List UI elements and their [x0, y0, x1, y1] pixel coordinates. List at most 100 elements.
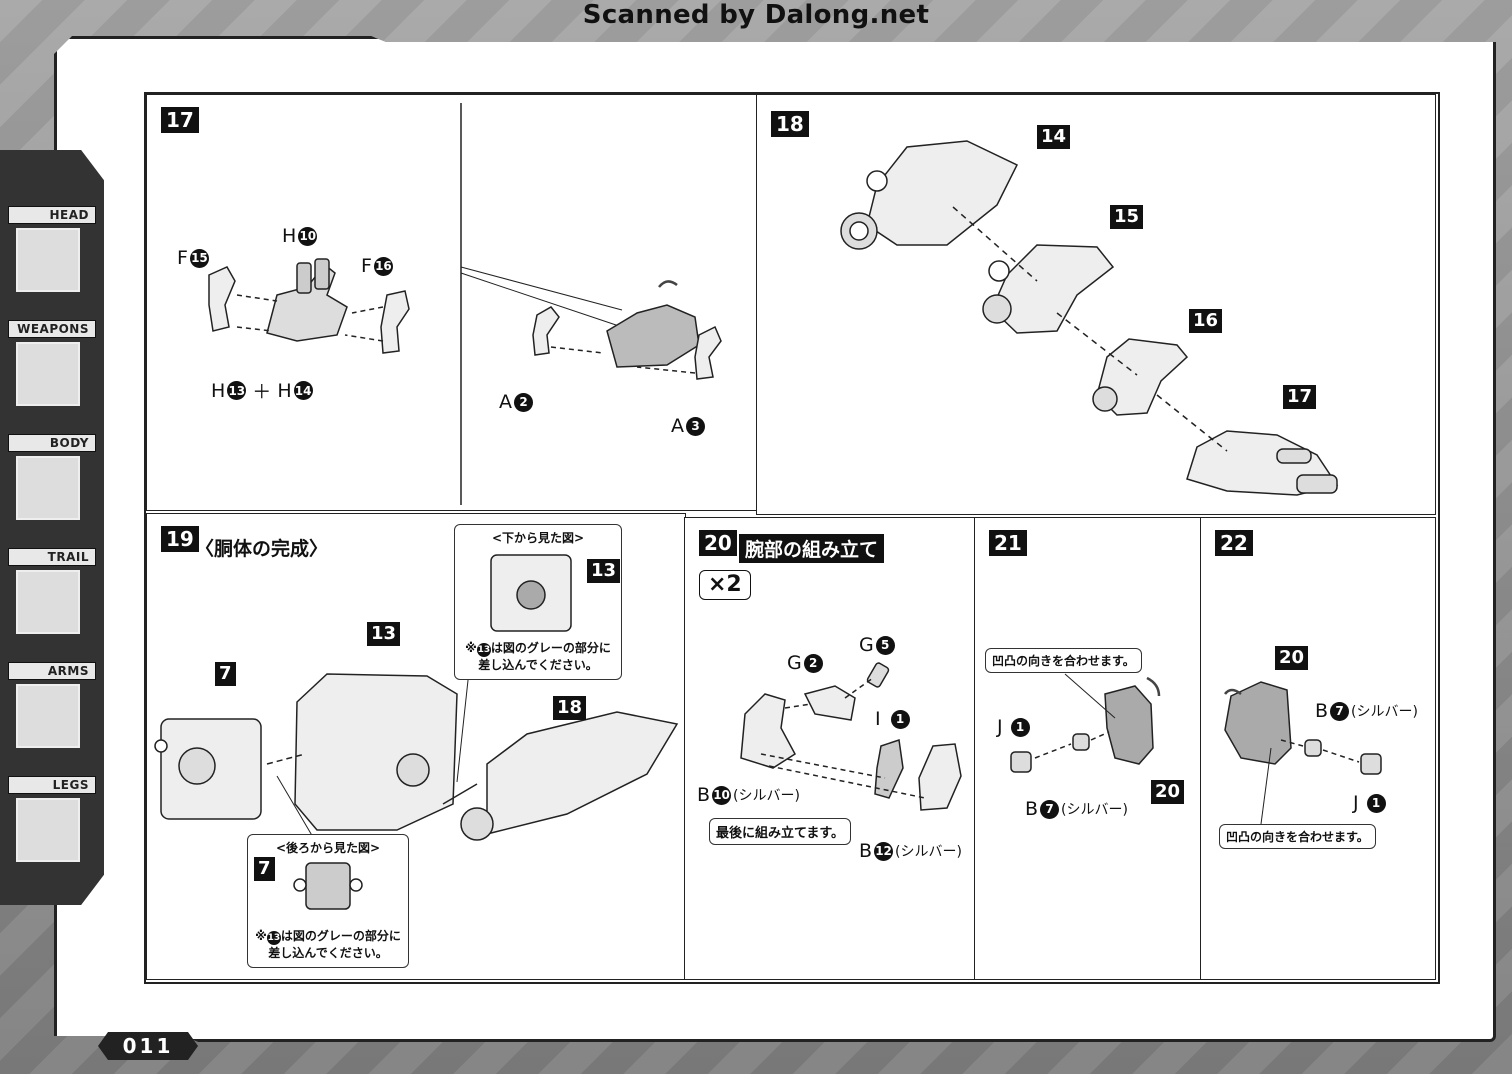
part-number: 7: [1040, 799, 1060, 819]
step-19-diagram: [154, 633, 679, 845]
step-number: 18: [771, 111, 809, 137]
sidebar-item-head[interactable]: HEAD: [8, 206, 96, 292]
part-number: 13: [476, 643, 491, 657]
part-letter: F: [361, 255, 372, 277]
step-19-panel: 19 〈胴体の完成〉 7 13 18 <下から見た図> 13 ※13は図のグレー…: [146, 513, 686, 980]
sidebar-item-arms[interactable]: ARMS: [8, 662, 96, 748]
sidebar-item-trail[interactable]: TRAIL: [8, 548, 96, 634]
part-number: 1: [1366, 793, 1386, 813]
rear-view-diagram: [293, 862, 363, 910]
silver-note: (シルバー): [1351, 704, 1418, 720]
part-letter: G: [859, 634, 874, 656]
part-letter: B: [1315, 700, 1329, 722]
part-number: 13: [227, 381, 247, 400]
part-tag-20: 20: [1275, 646, 1309, 670]
sidebar-item-label: HEAD: [8, 206, 96, 224]
assembly-note-callout: 最後に組み立てます。: [709, 818, 852, 845]
view-note: ※13は図のグレーの部分に差し込んでください。: [248, 928, 408, 961]
part-letter: H: [277, 379, 292, 402]
alignment-callout: 凹凸の向きを合わせます。: [1219, 824, 1376, 849]
view-caption: <下から見た図>: [491, 531, 585, 545]
step-title: 腕部の組み立て: [739, 534, 885, 563]
part-letter: G: [787, 652, 802, 674]
part-number: 2: [514, 392, 533, 412]
page-number: 011: [98, 1032, 198, 1060]
step-21-diagram: [1010, 673, 1161, 773]
legs-thumbnail-icon: [16, 798, 80, 862]
part-tag-7: 7: [254, 857, 275, 881]
trail-thumbnail-icon: [16, 570, 80, 634]
part-number: 1: [890, 709, 910, 729]
sidebar-item-label: BODY: [8, 434, 96, 452]
part-letter: J: [997, 716, 1003, 738]
sidebar-item-label: WEAPONS: [8, 320, 96, 338]
sidebar-item-body[interactable]: BODY: [8, 434, 96, 520]
sidebar-item-legs[interactable]: LEGS: [8, 776, 96, 862]
step-18-panel: 18 14 15 16 17: [756, 94, 1436, 515]
part-letter: B: [859, 840, 873, 862]
part-number: 3: [686, 416, 705, 436]
note-prefix: ※: [255, 929, 267, 943]
part-letter: A: [499, 391, 512, 413]
part-letter: F: [177, 247, 188, 269]
part-tag-13: 13: [587, 559, 621, 583]
note-line-2: 差し込んでください。: [478, 658, 598, 672]
part-letter: B: [697, 784, 711, 806]
view-note: ※13は図のグレーの部分に差し込んでください。: [455, 640, 621, 673]
part-tag-7: 7: [215, 662, 236, 686]
step-number: 21: [989, 530, 1027, 556]
sidebar-item-label: ARMS: [8, 662, 96, 680]
alignment-callout: 凹凸の向きを合わせます。: [985, 648, 1142, 673]
part-number: 5: [875, 635, 895, 655]
part-tag-15: 15: [1110, 205, 1144, 229]
note-line-1: は図のグレーの部分に: [490, 641, 611, 655]
part-number: 1: [1010, 717, 1030, 737]
part-tag-13: 13: [367, 622, 401, 646]
part-letter: A: [671, 415, 684, 437]
part-number: 14: [293, 381, 313, 400]
part-number: 12: [874, 841, 894, 861]
part-tag-17: 17: [1283, 385, 1317, 409]
note-prefix: ※: [465, 641, 477, 655]
part-number: 15: [189, 248, 209, 268]
bottom-view-box: <下から見た図> 13 ※13は図のグレーの部分に差し込んでください。: [454, 524, 622, 680]
arms-thumbnail-icon: [16, 684, 80, 748]
sidebar-nav: HEAD WEAPONS BODY TRAIL ARMS LEGS: [0, 150, 104, 905]
step-number: 20: [699, 530, 737, 556]
sidebar-item-label: TRAIL: [8, 548, 96, 566]
part-tag-14: 14: [1037, 125, 1071, 149]
part-number: 13: [266, 931, 281, 945]
plus-sign: ＋: [252, 381, 272, 403]
part-letter: J: [1353, 792, 1359, 814]
watermark-text: Scanned by Dalong.net: [582, 0, 930, 30]
bottom-view-diagram: [490, 554, 572, 632]
body-thumbnail-icon: [16, 456, 80, 520]
rear-view-box: <後ろから見た図> 7 ※13は図のグレーの部分に差し込んでください。: [247, 834, 409, 968]
note-line-2: 差し込んでください。: [268, 946, 388, 960]
part-tag-16: 16: [1189, 309, 1223, 333]
part-letter: H: [211, 379, 226, 402]
part-number: 10: [712, 785, 732, 805]
step-17-diagram: [208, 103, 722, 505]
part-number: 10: [298, 226, 318, 246]
sidebar-item-label: LEGS: [8, 776, 96, 794]
part-tag-20: 20: [1151, 780, 1185, 804]
step-title: 〈胴体の完成〉: [195, 538, 329, 560]
sidebar-item-weapons[interactable]: WEAPONS: [8, 320, 96, 406]
step-18-diagram: [840, 140, 1339, 496]
step-number: 22: [1215, 530, 1253, 556]
